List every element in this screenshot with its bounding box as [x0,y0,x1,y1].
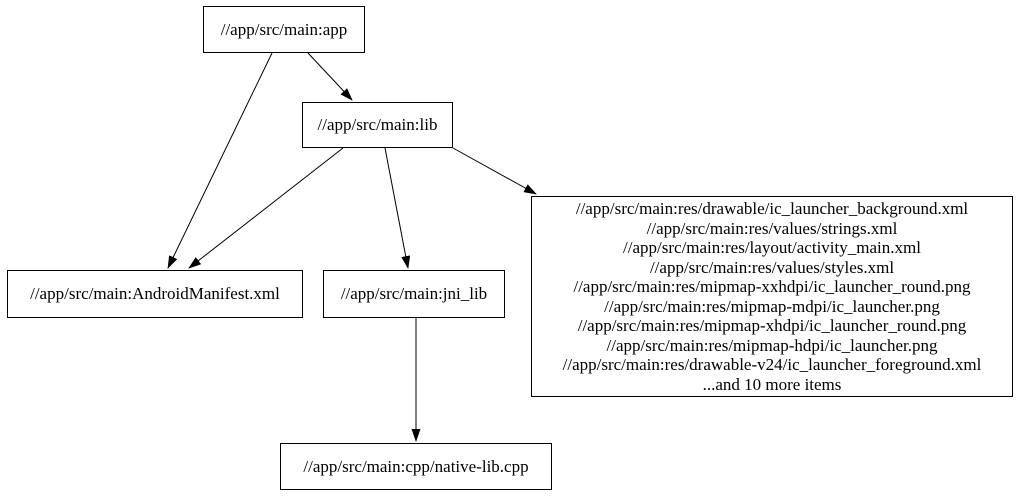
node-native-lib-cpp: //app/src/main:cpp/native-lib.cpp [280,443,552,490]
node-app-label: //app/src/main:app [220,19,348,39]
node-android-manifest-label: //app/src/main:AndroidManifest.xml [30,284,280,303]
res-group-line: //app/src/main:res/values/styles.xml [649,257,895,277]
node-app: //app/src/main:app [203,6,365,53]
res-group-line: //app/src/main:res/mipmap-xxhdpi/ic_laun… [573,277,971,296]
res-group-more-items: ...and 10 more items [702,374,842,394]
node-jni-lib-label: //app/src/main:jni_lib [340,284,488,303]
edge-lib-to-jni-lib [384,147,411,269]
res-group-line: //app/src/main:res/values/strings.xml [646,218,898,238]
node-native-lib-cpp-label: //app/src/main:cpp/native-lib.cpp [303,456,529,476]
res-group-line: //app/src/main:res/drawable/ic_launcher_… [575,199,969,218]
res-group-line: //app/src/main:res/mipmap-hdpi/ic_launch… [606,335,938,355]
node-res-group: //app/src/main:res/drawable/ic_launcher_… [531,196,1013,397]
edge-app-to-lib [307,52,353,101]
edge-lib-to-manifest [188,147,344,269]
node-android-manifest: //app/src/main:AndroidManifest.xml [7,270,303,318]
res-group-line: //app/src/main:res/layout/activity_main.… [623,238,921,257]
node-lib-label: //app/src/main:lib [317,115,438,134]
node-lib: //app/src/main:lib [302,102,453,148]
edge-lib-to-res-group [452,147,537,195]
node-jni-lib: //app/src/main:jni_lib [323,270,505,318]
res-group-line: //app/src/main:res/mipmap-mdpi/ic_launch… [604,296,940,316]
edge-app-to-manifest [167,52,273,269]
res-group-line: //app/src/main:res/mipmap-xhdpi/ic_launc… [577,316,967,335]
res-group-line: //app/src/main:res/drawable-v24/ic_launc… [562,355,982,374]
